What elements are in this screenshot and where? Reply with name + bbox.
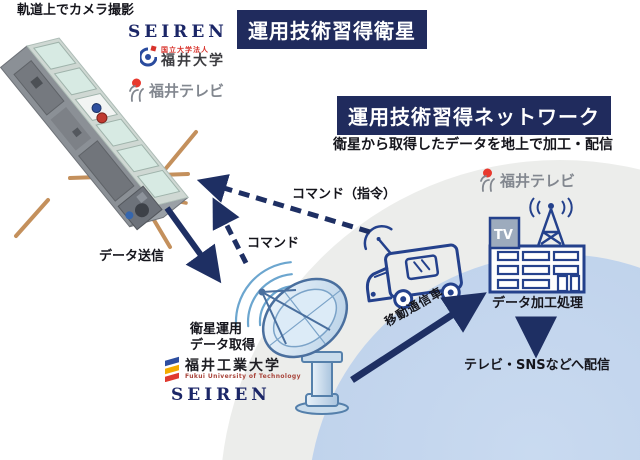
ground-antenna-illustration (258, 277, 349, 415)
fit-logo: 福井工業大学 Fukui University of Technology (164, 356, 301, 382)
satellite-illustration (0, 37, 198, 249)
mobile-van-illustration (363, 225, 463, 310)
antenna-tower-icon (536, 208, 566, 247)
fukui-tv-name: 福井テレビ (149, 81, 225, 100)
command-uplink-arrow-from-station (212, 197, 249, 265)
van-to-station-transfer-arrow (350, 292, 487, 383)
fukui-tv-icon (480, 168, 495, 192)
data-send-label: データ送信 (99, 249, 165, 264)
network-banner: 運用技術習得ネットワーク (337, 96, 611, 135)
university-name: 福井大学 (161, 52, 225, 69)
seiren-logo-bottom: SEIREN (171, 385, 271, 405)
fukui-tv-logo-right: 福井テレビ (478, 168, 575, 192)
fukui-university-icon (140, 45, 157, 67)
fukui-tv-name-right: 福井テレビ (500, 171, 576, 190)
tv-sign: TV (494, 228, 513, 243)
university-type-label: 国立大学法人 (161, 45, 209, 54)
fit-stripes-icon (165, 356, 179, 382)
distribution-label: テレビ・SNSなどへ配信 (464, 358, 610, 373)
satellite-banner: 運用技術習得衛星 (237, 10, 427, 49)
ground-station-role-label: 衛星運用 データ取得 (190, 322, 255, 355)
network-subtitle: 衛星から取得したデータを地上で加工・配信 (333, 137, 613, 153)
fukui-university-logo: 国立大学法人 福井大学 (140, 45, 225, 69)
tv-station-illustration: TV (488, 197, 586, 294)
orbit-caption: 軌道上でカメラ撮影 (17, 3, 135, 18)
broadcast-signal-icon (529, 197, 573, 218)
ground-station-role-line2: データ取得 (190, 338, 256, 354)
antenna-feed-struts (261, 289, 331, 345)
data-processing-label: データ加工処理 (492, 296, 584, 311)
building-windows (496, 250, 581, 293)
fit-english-name: Fukui University of Technology (185, 372, 301, 380)
seiren-logo-top: SEIREN (128, 22, 228, 42)
ground-station-role-line1: 衛星運用 (190, 322, 243, 337)
fukui-tv-icon (129, 78, 144, 102)
command-label: コマンド (247, 236, 300, 251)
command-full-label: コマンド（指令） (292, 187, 397, 202)
command-uplink-arrow-from-van (196, 174, 371, 235)
data-downlink-arrow (164, 206, 222, 284)
fit-name: 福井工業大学 (185, 357, 281, 374)
fukui-tv-logo-top: 福井テレビ (127, 78, 224, 102)
